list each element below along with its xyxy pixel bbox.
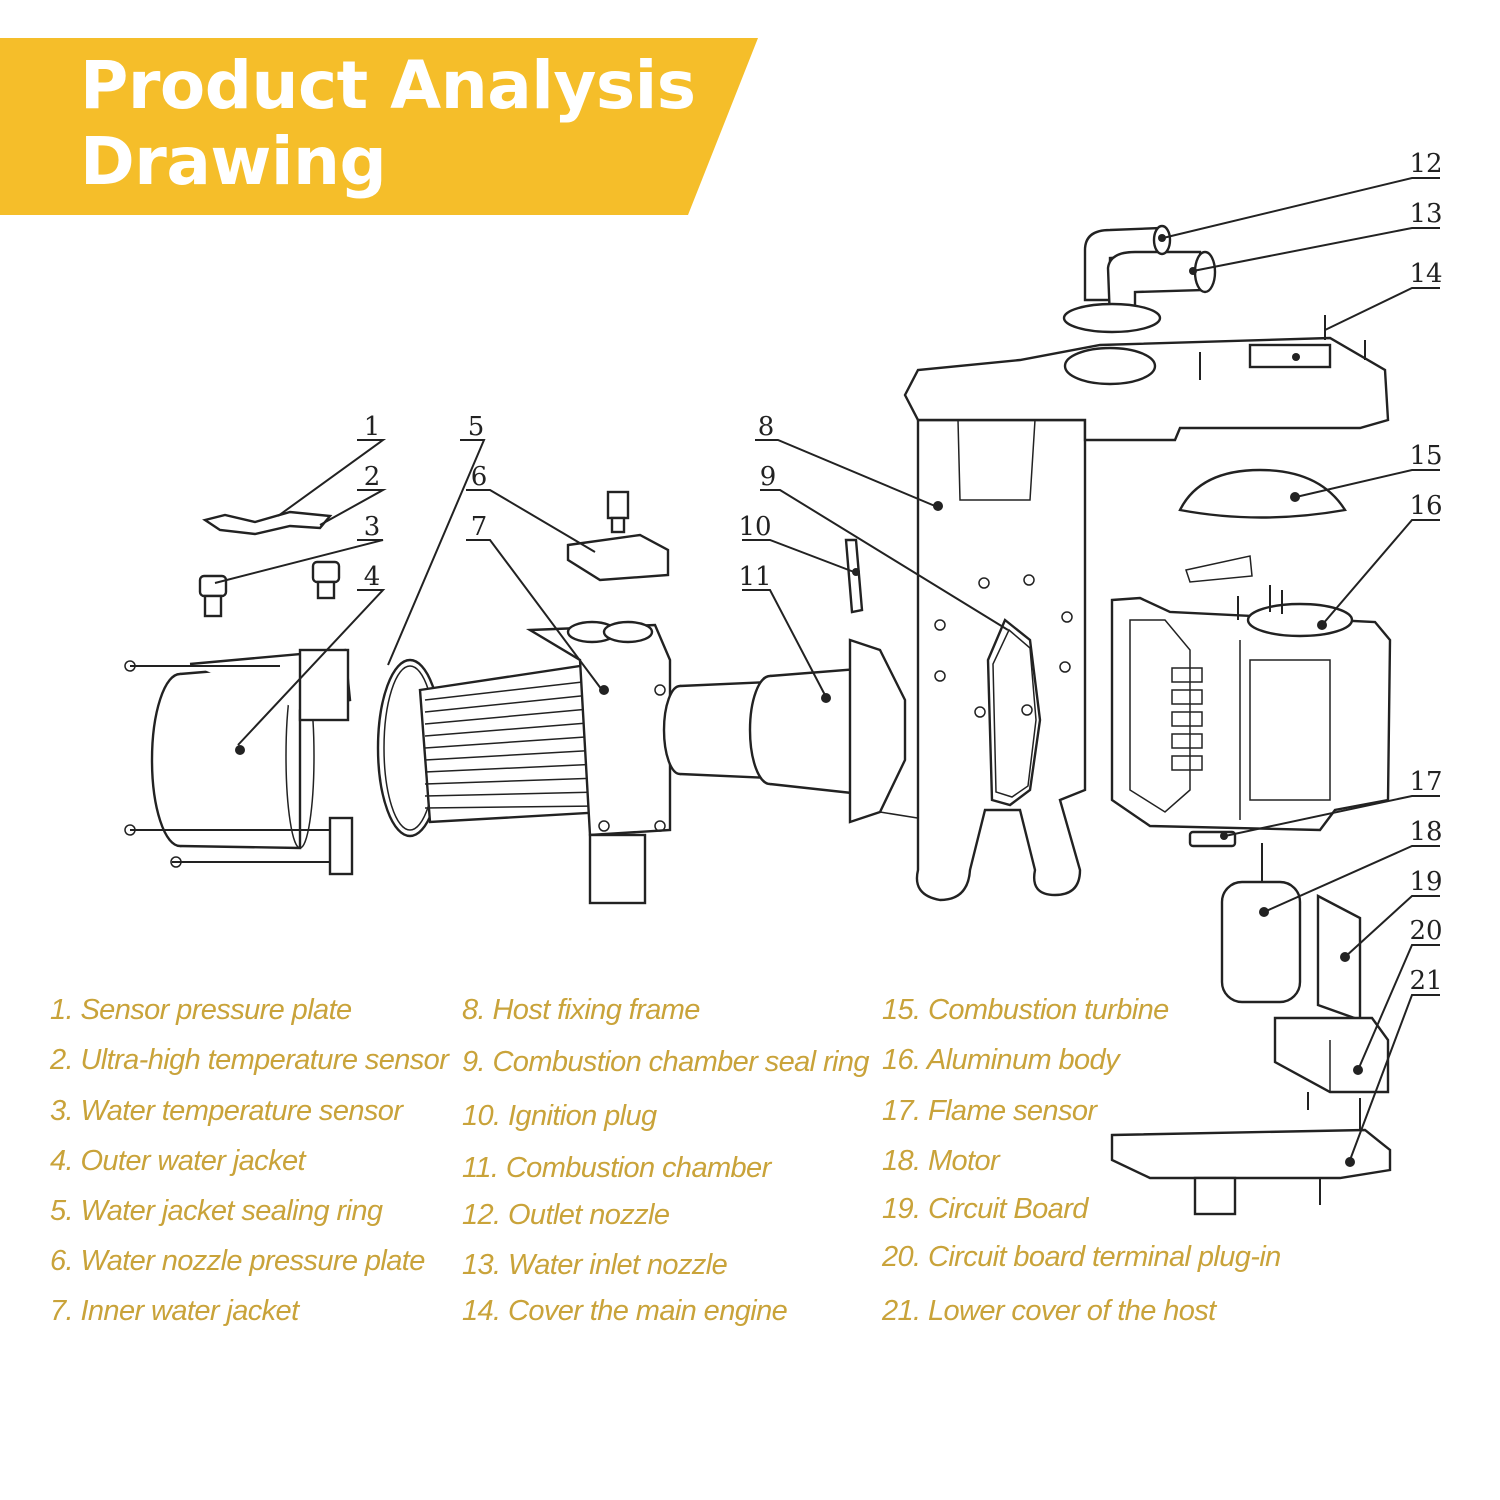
callout-15: 15 bbox=[1409, 441, 1442, 471]
callout-10: 10 bbox=[738, 512, 771, 542]
legend-item: 10. Ignition plug bbox=[462, 1100, 657, 1132]
legend-item: 21. Lower cover of the host bbox=[882, 1295, 1216, 1327]
legend-item: 18. Motor bbox=[882, 1145, 1000, 1177]
part-outer-water-jacket bbox=[124, 648, 354, 876]
legend-item: 12. Outlet nozzle bbox=[462, 1199, 670, 1231]
part-circuit-board bbox=[1316, 894, 1362, 1022]
legend-item: 11. Combustion chamber bbox=[462, 1152, 771, 1184]
legend-item: 20. Circuit board terminal plug-in bbox=[882, 1241, 1281, 1273]
leader-lines bbox=[214, 177, 1440, 1161]
callout-6: 6 bbox=[471, 462, 488, 492]
callout-18: 18 bbox=[1409, 817, 1442, 847]
callout-7: 7 bbox=[471, 512, 488, 542]
title-line-2: Drawing bbox=[80, 123, 387, 200]
callout-14: 14 bbox=[1409, 259, 1442, 289]
callout-13: 13 bbox=[1409, 199, 1442, 229]
part-lower-cover-host bbox=[1110, 1098, 1392, 1216]
callout-21: 21 bbox=[1409, 966, 1442, 996]
legend-item: 16. Aluminum body bbox=[882, 1044, 1120, 1076]
callout-19: 19 bbox=[1409, 867, 1442, 897]
part-sensor-pressure-plate bbox=[202, 510, 333, 536]
title-banner: Product Analysis Drawing bbox=[0, 0, 1500, 260]
part-combustion-turbine bbox=[1178, 468, 1347, 519]
part-combustion-chamber bbox=[662, 638, 941, 881]
part-ignition-plug bbox=[844, 538, 864, 614]
legend-item: 8. Host fixing frame bbox=[462, 994, 700, 1026]
callout-4: 4 bbox=[364, 562, 381, 592]
callout-5: 5 bbox=[468, 412, 485, 442]
legend-item: 7. Inner water jacket bbox=[50, 1295, 299, 1327]
banner-shape bbox=[0, 38, 758, 215]
callout-12: 12 bbox=[1409, 149, 1442, 179]
callout-11: 11 bbox=[738, 562, 771, 592]
legend-item: 3. Water temperature sensor bbox=[50, 1095, 403, 1127]
part-combustion-chamber-seal-ring bbox=[986, 618, 1042, 807]
callout-numbers: 1 2 3 4 5 6 7 8 9 10 11 12 13 14 15 16 1… bbox=[364, 149, 1443, 996]
legend-item: 13. Water inlet nozzle bbox=[462, 1249, 728, 1281]
legend-item: 17. Flame sensor bbox=[882, 1095, 1097, 1127]
part-host-fixing-frame bbox=[915, 418, 1087, 902]
callout-3: 3 bbox=[364, 512, 381, 542]
callout-9: 9 bbox=[760, 462, 777, 492]
legend-item: 4. Outer water jacket bbox=[50, 1145, 306, 1177]
callout-1: 1 bbox=[364, 412, 381, 442]
callout-16: 16 bbox=[1409, 491, 1442, 521]
part-water-temperature-sensor bbox=[198, 560, 341, 618]
legend-item: 5. Water jacket sealing ring bbox=[50, 1195, 383, 1227]
part-circuit-board-terminal bbox=[1273, 1016, 1390, 1110]
legend-item: 19. Circuit Board bbox=[882, 1193, 1088, 1225]
part-inner-water-jacket bbox=[418, 620, 672, 905]
part-water-nozzle-pressure-plate bbox=[566, 490, 670, 582]
part-motor bbox=[1220, 843, 1302, 1004]
part-flame-sensor bbox=[1188, 830, 1237, 848]
legend-item: 6. Water nozzle pressure plate bbox=[50, 1245, 425, 1277]
part-outlet-and-inlet-nozzles bbox=[1062, 224, 1217, 334]
callout-2: 2 bbox=[364, 462, 381, 492]
callout-17: 17 bbox=[1409, 767, 1442, 797]
legend-item: 2. Ultra-high temperature sensor bbox=[50, 1044, 449, 1076]
title-line-1: Product Analysis bbox=[80, 47, 696, 124]
callout-20: 20 bbox=[1409, 916, 1442, 946]
legend-item: 9. Combustion chamber seal ring bbox=[462, 1046, 870, 1078]
legend-item: 15. Combustion turbine bbox=[882, 994, 1169, 1026]
part-cover-main-engine bbox=[903, 315, 1390, 442]
part-aluminum-body bbox=[1110, 555, 1392, 832]
page-title: Product Analysis Drawing bbox=[80, 48, 696, 200]
legend-item: 14. Cover the main engine bbox=[462, 1295, 788, 1327]
callout-8: 8 bbox=[758, 412, 775, 442]
legend-item: 1. Sensor pressure plate bbox=[50, 994, 352, 1026]
